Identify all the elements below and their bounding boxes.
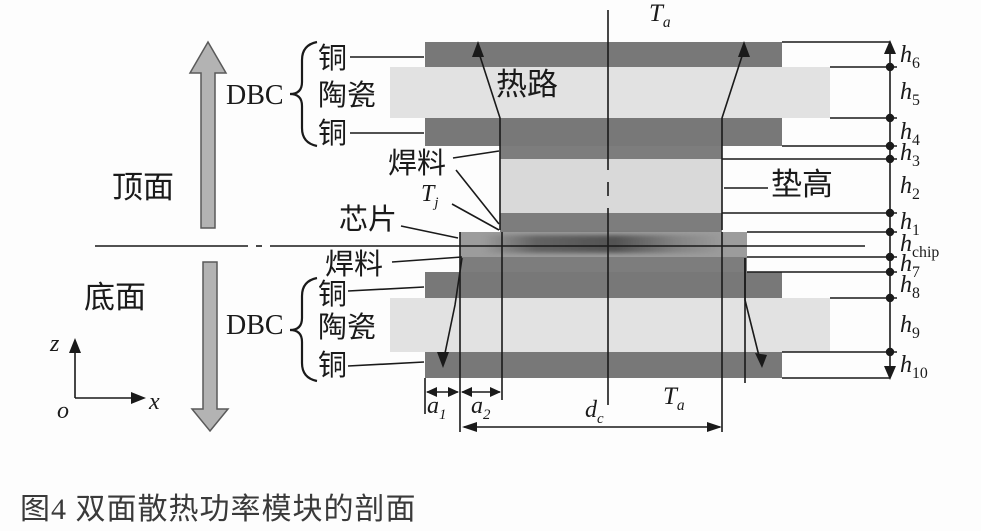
figure-caption: 图4 双面散热功率模块的剖面 (20, 493, 417, 526)
copper-bottom-outer-label: 铜 (318, 350, 348, 382)
solder-top-label: 焊料 (388, 148, 447, 180)
layer-copper-top-inner-h4 (425, 118, 782, 146)
layer-spacer-h2 (500, 159, 722, 213)
layer-solder-mid-h1 (500, 213, 722, 232)
dim-hchip: hchip (900, 231, 940, 261)
copper-top-inner-label: 铜 (318, 118, 348, 150)
bottom-face-direction-arrow (190, 261, 230, 433)
copper-bottom-inner-label: 铜 (318, 279, 348, 311)
top-face-label: 顶面 (112, 170, 174, 205)
layer-ceramic-top-h5 (390, 67, 830, 118)
ambient-temperature-top-label: Ta (649, 0, 671, 31)
layer-copper-bottom-outer-h10 (425, 352, 782, 378)
z-axis-label: z (50, 331, 60, 357)
top-face-direction-arrow (188, 40, 228, 229)
x-axis-label: x (149, 389, 160, 415)
dim-a2: a2 (471, 393, 491, 423)
dim-h10: h10 (900, 352, 928, 382)
ambient-temperature-bottom-label: Ta (663, 383, 685, 414)
layer-ceramic-bottom-h9 (390, 298, 830, 352)
dim-h5: h5 (900, 79, 920, 109)
spacer-label: 垫高 (771, 167, 833, 202)
junction-temperature-label: Tj (421, 181, 439, 211)
bottom-face-label: 底面 (84, 280, 146, 315)
origin-label: o (57, 398, 69, 424)
dim-dc: dc (585, 397, 604, 427)
layer-copper-top-outer-h6 (425, 42, 782, 67)
layer-copper-bottom-inner-h8 (425, 272, 782, 298)
dim-h9: h9 (900, 312, 920, 342)
dim-h7: h7 (900, 251, 920, 281)
layer-solder-bottom-h7 (460, 257, 747, 272)
dim-a1: a1 (427, 393, 447, 423)
dim-h4: h4 (900, 119, 920, 149)
dim-h1: h1 (900, 209, 920, 239)
dim-h8: h8 (900, 272, 920, 302)
dbc-top-label: DBC (226, 80, 284, 111)
dbc-top-brace (289, 40, 318, 148)
coordinate-axes (74, 344, 140, 399)
dim-h2: h2 (900, 173, 920, 203)
dbc-bottom-label: DBC (226, 310, 284, 341)
chip-shading (482, 235, 725, 253)
layer-solder-top-h3 (500, 146, 722, 159)
solder-bottom-label: 焊料 (325, 249, 384, 281)
ceramic-top-label: 陶瓷 (318, 80, 377, 112)
dim-h3: h3 (900, 140, 920, 170)
dim-h6: h6 (900, 42, 920, 72)
chip-label: 芯片 (339, 204, 398, 236)
layer-chip-hchip (460, 232, 747, 257)
heat-path-label: 热路 (496, 67, 558, 102)
dbc-bottom-brace (289, 276, 318, 383)
ceramic-bottom-label: 陶瓷 (318, 312, 377, 344)
copper-top-outer-label: 铜 (318, 43, 348, 75)
